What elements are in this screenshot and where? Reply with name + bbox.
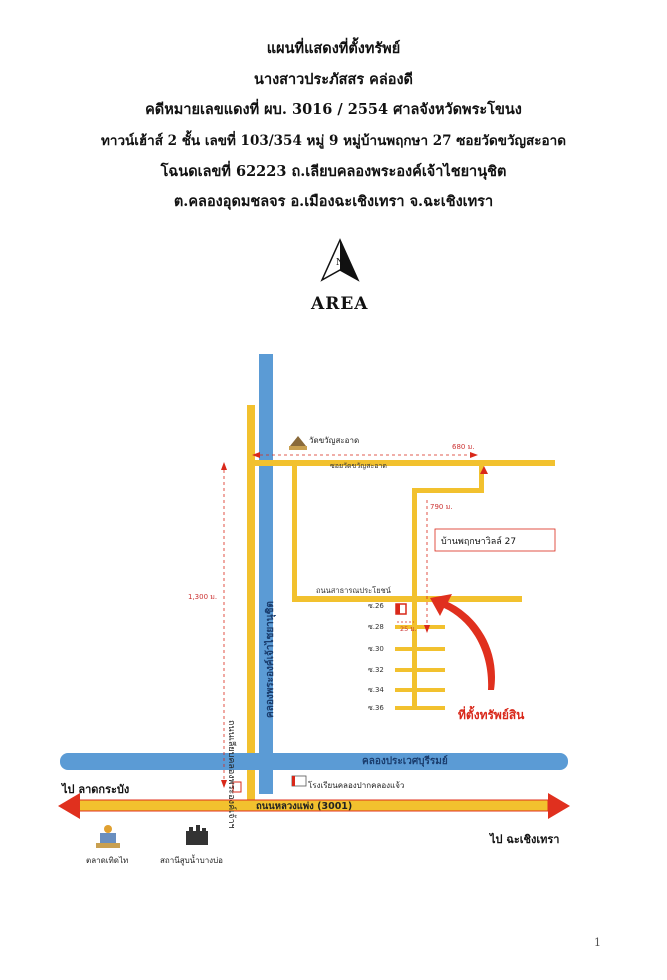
property-arrow — [430, 594, 495, 690]
page-number: 1 — [594, 936, 601, 949]
title-deed: โฉนดเลขที่ 62223 ถ.เลียบคลองพระองค์เจ้าไ… — [160, 163, 507, 180]
compass-area-label: AREA — [311, 294, 369, 314]
soi-26-label: ซ.26 — [368, 602, 384, 610]
vertical-canal-label: คลองพระองค์เจ้าไชยานุชิต — [265, 601, 276, 718]
pump-station-icon — [186, 825, 208, 845]
village-label-box — [434, 528, 556, 552]
l-road-top — [412, 488, 482, 493]
soi-28-road — [395, 625, 445, 629]
map-title: แผนที่แสดงที่ตั้งทรัพย์ — [266, 40, 401, 57]
temple-icon — [289, 436, 307, 450]
l-road-vertical — [479, 466, 484, 493]
highway-label: ถนนหลวงแพ่ง (3001) — [256, 801, 353, 812]
canal-side-road — [247, 405, 255, 800]
vertical-canal — [259, 354, 273, 794]
market-icon — [96, 825, 120, 848]
to-lat-krabang-label: ไป ลาดกระบัง — [62, 783, 130, 796]
village-label: บ้านพฤกษาวิลล์ 27 — [441, 537, 517, 547]
soi-34-road — [395, 688, 445, 692]
property-address: ทาวน์เฮ้าส์ 2 ชั้น เลขที่ 103/354 หมู่ 9… — [100, 133, 567, 149]
pump-station-label: สถานีสูบน้ำบางบ่อ — [160, 856, 223, 865]
horizontal-canal — [60, 753, 568, 770]
soi-32-road — [395, 668, 445, 672]
soi-36-label: ซ.36 — [368, 704, 384, 712]
district-line: ต.คลองอุดมชลจร อ.เมืองฉะเชิงเทรา จ.ฉะเชิ… — [173, 193, 494, 210]
soi-wat-road — [247, 460, 555, 466]
soi-wat-label: ซอยวัดขวัญสะอาด — [330, 462, 387, 470]
connector-left — [292, 466, 297, 601]
market-label: ตลาดเทิดไท — [86, 856, 129, 865]
soi-30-road — [395, 647, 445, 651]
school-label: โรงเรียนคลองปากคลองแจ้ว — [308, 781, 405, 790]
distance-790-label: 790 ม. — [430, 503, 453, 511]
temple-label: วัดขวัญสะอาด — [309, 436, 360, 445]
prawet-canal-label: คลองประเวศบุรีรมย์ — [362, 756, 448, 767]
soi-36-road — [395, 706, 445, 710]
distance-25-label: 25 ม. — [400, 625, 417, 633]
school-icon — [291, 775, 307, 787]
soi-34-label: ซ.34 — [368, 686, 384, 694]
to-chachoengsao-label: ไป ฉะเชิงเทรา — [490, 833, 560, 846]
canal-road-label: ถนนเลียบคลองพระองค์เจ้าฯ — [226, 720, 236, 829]
soi-30-label: ซ.30 — [368, 645, 384, 653]
case-number: คดีหมายเลขแดงที่ ผบ. 3016 / 2554 ศาลจังห… — [145, 101, 522, 118]
compass-north: N — [336, 258, 344, 268]
distance-1300-label: 1,300 ม. — [188, 593, 218, 601]
highway-arrow-right — [548, 793, 570, 819]
soi-32-label: ซ.32 — [368, 666, 384, 674]
public-road — [292, 596, 522, 602]
distance-680-label: 680 ม. — [452, 443, 475, 451]
highway-arrow-left — [58, 793, 80, 819]
owner-name: นางสาวประภัสสร คล่องดี — [254, 71, 413, 88]
public-road-label: ถนนสาธารณประโยชน์ — [316, 586, 391, 595]
soi-28-label: ซ.28 — [368, 623, 384, 631]
canal-road-sign-icon — [232, 781, 242, 793]
property-location-label: ที่ตั้งทรัพย์สิน — [458, 708, 525, 722]
